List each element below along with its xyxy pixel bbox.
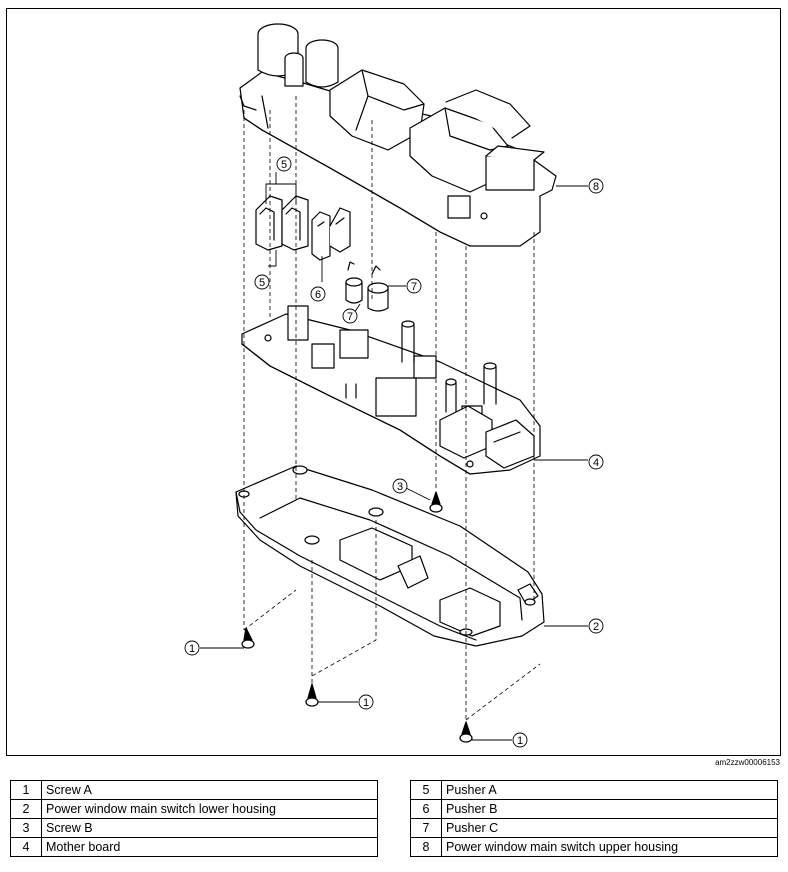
callout-1-right: 1 [512, 732, 528, 748]
svg-text:3: 3 [397, 481, 403, 493]
callout-6: 6 [310, 286, 326, 302]
callout-1-left: 1 [184, 640, 200, 656]
pushers-drawing [255, 195, 389, 312]
part-number: 4 [10, 837, 42, 857]
svg-text:7: 7 [347, 311, 353, 323]
svg-text:6: 6 [315, 289, 321, 301]
callout-8: 8 [588, 178, 604, 194]
part-number: 7 [410, 818, 442, 838]
svg-text:8: 8 [593, 181, 599, 193]
screws-drawing [241, 491, 473, 743]
part-name: Pusher C [441, 818, 778, 838]
svg-text:1: 1 [189, 643, 195, 655]
callout-2: 2 [588, 618, 604, 634]
callout-5-top: 5 [276, 156, 292, 172]
callout-1-middle: 1 [358, 694, 374, 710]
part-number: 5 [410, 780, 442, 800]
part-number: 3 [10, 818, 42, 838]
alignment-lines [243, 96, 541, 721]
parts-table-left: 1 Screw A 2 Power window main switch low… [10, 780, 378, 857]
lower-housing-drawing [235, 465, 545, 647]
part-number: 2 [10, 799, 42, 819]
part-name: Pusher B [441, 799, 778, 819]
part-name: Power window main switch upper housing [441, 837, 778, 857]
svg-text:5: 5 [281, 159, 287, 171]
svg-text:7: 7 [411, 281, 417, 293]
callouts: 8 4 2 1 1 1 3 5 5 6 7 7 [184, 156, 604, 748]
callout-3: 3 [392, 478, 408, 494]
callout-7-bottom: 7 [342, 308, 358, 324]
table-row: 3 Screw B [10, 818, 378, 838]
svg-text:1: 1 [517, 735, 523, 747]
upper-housing-drawing [239, 23, 557, 247]
part-name: Power window main switch lower housing [41, 799, 378, 819]
part-name: Mother board [41, 837, 378, 857]
callout-7-right: 7 [406, 278, 422, 294]
part-number: 1 [10, 780, 42, 800]
svg-text:4: 4 [593, 457, 599, 469]
part-number: 8 [410, 837, 442, 857]
svg-text:5: 5 [259, 277, 265, 289]
table-row: 5 Pusher A [410, 780, 778, 800]
callout-5-bottom: 5 [254, 274, 270, 290]
parts-table-right: 5 Pusher A 6 Pusher B 7 Pusher C 8 Power… [410, 780, 778, 857]
part-name: Screw A [41, 780, 378, 800]
part-name: Pusher A [441, 780, 778, 800]
table-row: 6 Pusher B [410, 799, 778, 819]
svg-text:1: 1 [363, 697, 369, 709]
svg-text:2: 2 [593, 621, 599, 633]
table-row: 2 Power window main switch lower housing [10, 799, 378, 819]
table-row: 8 Power window main switch upper housing [410, 837, 778, 857]
callout-4: 4 [588, 454, 604, 470]
callout-leaders [200, 172, 588, 741]
mother-board-drawing [241, 305, 541, 475]
table-row: 1 Screw A [10, 780, 378, 800]
part-name: Screw B [41, 818, 378, 838]
table-row: 7 Pusher C [410, 818, 778, 838]
table-row: 4 Mother board [10, 837, 378, 857]
part-number: 6 [410, 799, 442, 819]
diagram-code: am2zzw00006153 [715, 758, 780, 767]
